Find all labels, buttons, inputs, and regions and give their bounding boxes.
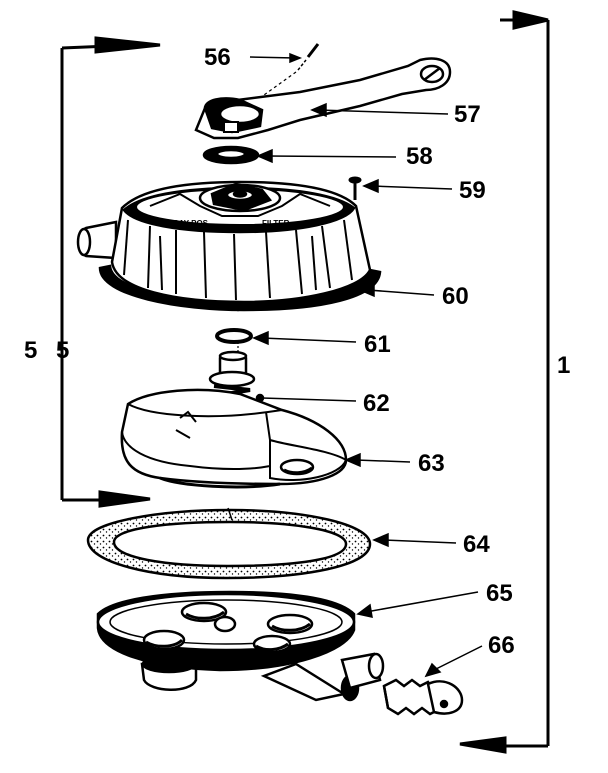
part-66-fitting [382,678,464,716]
label-part-65: 65 [486,580,513,607]
label-part-63: 63 [418,450,445,477]
bracket-55 [60,36,161,508]
part-64-gasket [86,507,372,580]
label-part-62: 62 [363,390,390,417]
svg-text:FILTER: FILTER [262,219,290,228]
label-part-64: 64 [463,531,490,558]
label-part-57: 57 [454,101,481,128]
part-65-valve-body [96,590,385,702]
label-part-56: 56 [204,44,231,71]
part-56-pin [231,43,320,119]
part-58-washer [202,145,260,165]
part-60-cover: TRAY POS FILTER [76,180,382,312]
label-part-61: 61 [364,331,391,358]
leader-arrows [249,52,483,678]
part-61-oring [215,328,253,352]
label-part-60: 60 [442,283,469,310]
svg-text:TRAY POS: TRAY POS [168,219,209,228]
part-57-handle [194,57,452,140]
label-part-66: 66 [488,632,515,659]
label-assembly-55: 5 5 [24,337,76,364]
bracket-1 [459,10,550,754]
label-part-59: 59 [459,177,486,204]
label-part-58: 58 [406,143,433,170]
part-63-rotor [120,388,348,489]
label-assembly-1: 1 [557,352,571,379]
